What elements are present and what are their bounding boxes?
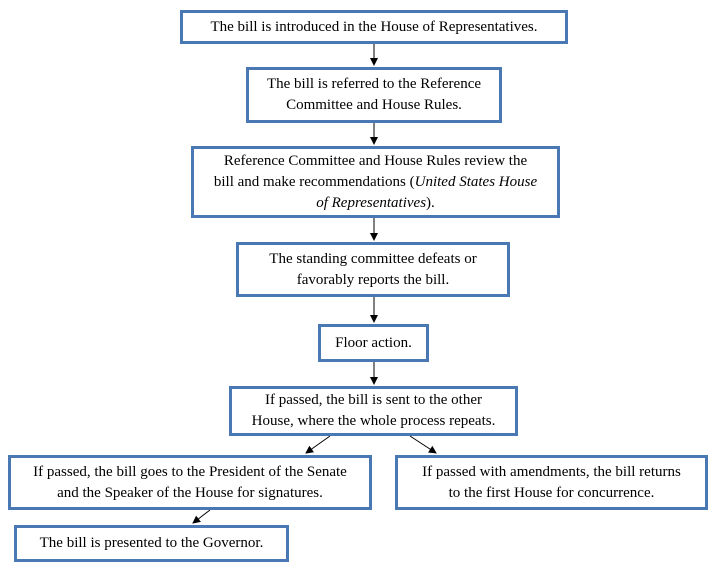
step-president-line2: and the Speaker of the House for signatu… (57, 484, 323, 501)
step-sent-other-house-box: If passed, the bill is sent to the other… (229, 386, 518, 436)
step-referred-box: The bill is referred to the Reference Co… (246, 67, 502, 123)
step-introduced-box: The bill is introduced in the House of R… (180, 10, 568, 44)
step-referred-line2: Committee and House Rules. (286, 97, 462, 113)
arrow-6-right (409, 435, 437, 454)
step-standing-line1: The standing committee defeats or (269, 250, 477, 267)
step-review-box: Reference Committee and House Rules revi… (191, 146, 560, 218)
step-review-line2-text: bill and make recommendations ( (213, 173, 415, 190)
step-review-line3: of Representatives). (214, 193, 537, 214)
arrow-6-left (305, 435, 331, 454)
step-review-citation-part1: United States House (414, 173, 538, 190)
step-floor-action-box: Floor action. (318, 324, 429, 362)
step-review-line3-end: ). (426, 194, 435, 211)
step-floor-action-text: Floor action. (335, 334, 412, 351)
step-sent-line1: If passed, the bill is sent to the other (264, 392, 483, 408)
step-introduced-text: The bill is introduced in the House of R… (210, 18, 538, 35)
step-standing-committee-box: The standing committee defeats or favora… (236, 242, 510, 297)
step-amendments-line2: to the first House for concurrence. (448, 484, 655, 501)
step-referred-line1: The bill is referred to the Reference (266, 76, 482, 92)
step-governor-box: The bill is presented to the Governor. (14, 525, 289, 562)
step-sent-line2: House, where the whole process repeats. (251, 413, 496, 429)
step-president-speaker-box: If passed, the bill goes to the Presiden… (8, 455, 372, 510)
step-standing-line2: favorably reports the bill. (296, 271, 450, 288)
step-review-line2: bill and make recommendations (United St… (214, 172, 537, 193)
step-president-line1: If passed, the bill goes to the Presiden… (33, 463, 347, 480)
step-review-citation-part2: of Representatives (316, 194, 427, 211)
arrow-left-8 (192, 509, 211, 524)
step-amendments-box: If passed with amendments, the bill retu… (395, 455, 708, 510)
step-amendments-line1: If passed with amendments, the bill retu… (422, 463, 681, 480)
step-governor-text: The bill is presented to the Governor. (39, 535, 264, 551)
step-review-line1: Reference Committee and House Rules revi… (223, 152, 528, 169)
